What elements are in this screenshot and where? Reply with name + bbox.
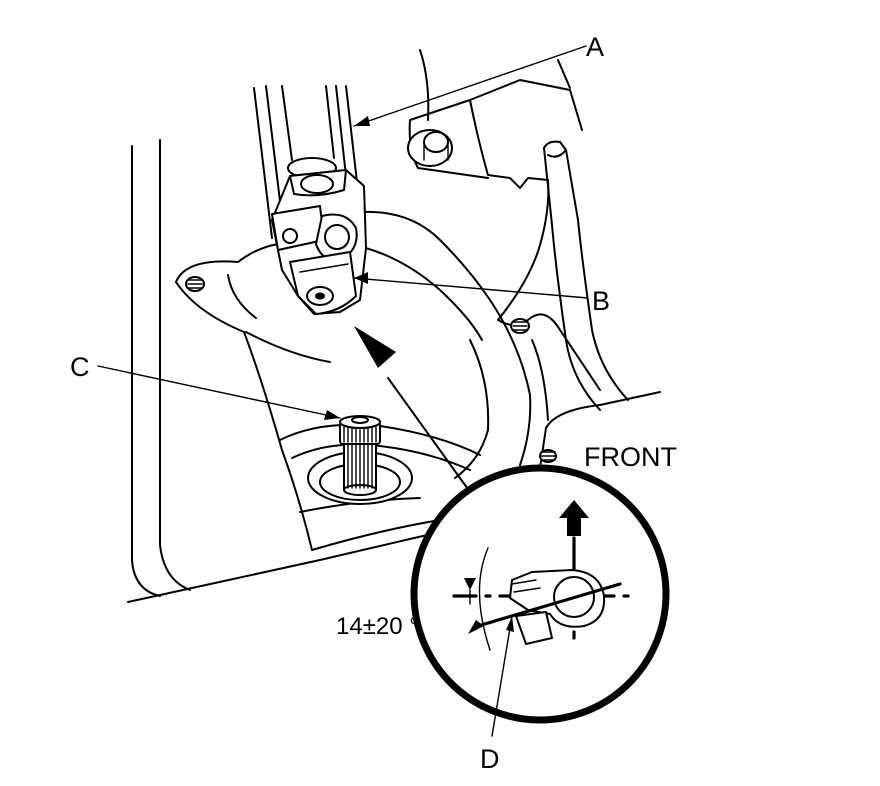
leader-d xyxy=(491,615,513,737)
label-d: D xyxy=(480,744,500,774)
label-a: A xyxy=(586,32,604,62)
joint-flange xyxy=(515,611,553,645)
front-arrow-icon xyxy=(559,500,589,536)
tolerance-arrow-bottom xyxy=(468,620,484,634)
stud-left xyxy=(185,276,205,292)
label-b: B xyxy=(592,286,610,316)
rotation-arc xyxy=(478,547,491,651)
label-front: FRONT xyxy=(584,442,677,472)
label-c: C xyxy=(70,352,90,382)
right-bracket xyxy=(408,49,661,469)
body-panel xyxy=(127,139,441,603)
leader-c xyxy=(97,365,341,419)
slit-line xyxy=(476,582,622,628)
universal-joint xyxy=(271,169,367,315)
stud-right xyxy=(510,318,530,334)
detail-view xyxy=(410,464,670,724)
bolt-top xyxy=(407,129,453,167)
leader-a xyxy=(353,45,587,127)
pinion-shaft xyxy=(307,415,413,505)
install-direction-arrow xyxy=(354,326,471,493)
leader-b xyxy=(353,277,589,299)
label-angle: 14±20 ° xyxy=(336,613,419,640)
leader-lines xyxy=(97,45,589,737)
stud-front xyxy=(539,449,557,463)
tolerance-arrow-top xyxy=(464,578,476,590)
